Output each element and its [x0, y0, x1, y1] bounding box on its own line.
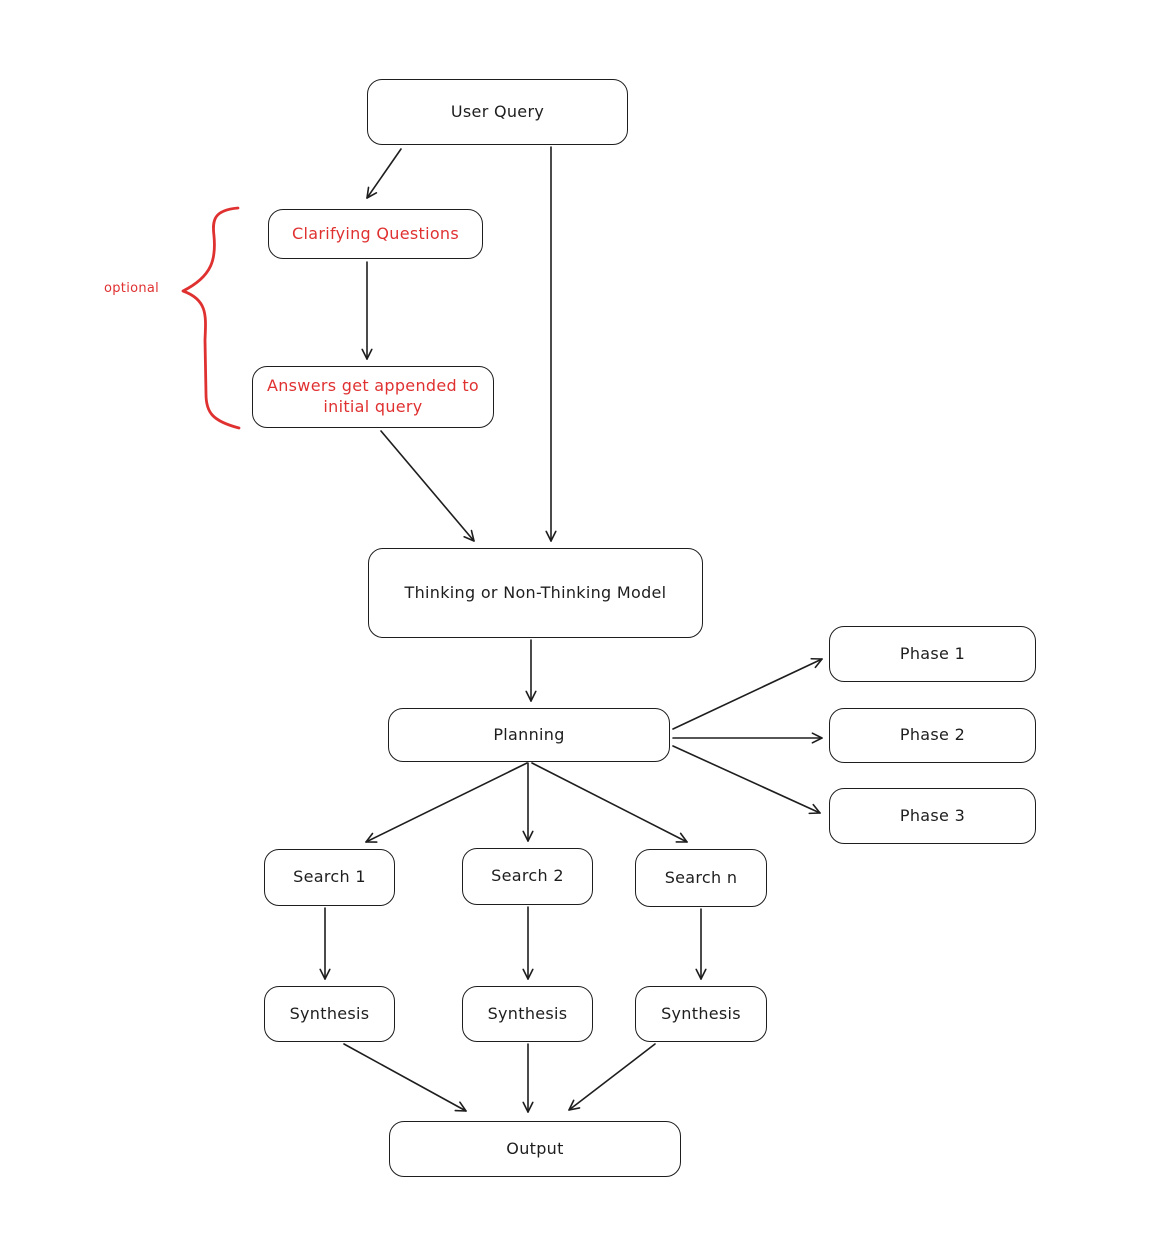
node-search-1: Search 1 — [264, 849, 395, 906]
node-synthesis-3: Synthesis — [635, 986, 767, 1042]
optional-label: optional — [104, 281, 160, 296]
edge-synthesis-3-to-output — [568, 1043, 656, 1111]
node-user-query: User Query — [367, 79, 628, 145]
edge-planning-to-search-n — [531, 762, 688, 843]
node-synthesis-2: Synthesis — [462, 986, 593, 1042]
node-phase-3: Phase 3 — [829, 788, 1036, 844]
optional-brace — [181, 206, 241, 430]
node-answers-appended: Answers get appended to initial query — [252, 366, 494, 428]
edge-planning-to-search-1 — [365, 762, 528, 843]
node-synthesis-1: Synthesis — [264, 986, 395, 1042]
edge-answers-appended-to-thinking-model — [380, 430, 475, 542]
node-phase-1: Phase 1 — [829, 626, 1036, 682]
node-planning: Planning — [388, 708, 670, 762]
node-phase-2: Phase 2 — [829, 708, 1036, 763]
edge-planning-to-phase-1 — [672, 657, 823, 730]
edge-synthesis-1-to-output — [343, 1043, 467, 1112]
node-output: Output — [389, 1121, 681, 1177]
node-search-2: Search 2 — [462, 848, 593, 905]
edge-user-query-to-clarifying-questions — [366, 148, 402, 199]
edge-planning-to-phase-3 — [672, 745, 821, 815]
node-search-n: Search n — [635, 849, 767, 907]
node-thinking-model: Thinking or Non-Thinking Model — [368, 548, 703, 638]
node-clarifying-questions: Clarifying Questions — [268, 209, 483, 259]
